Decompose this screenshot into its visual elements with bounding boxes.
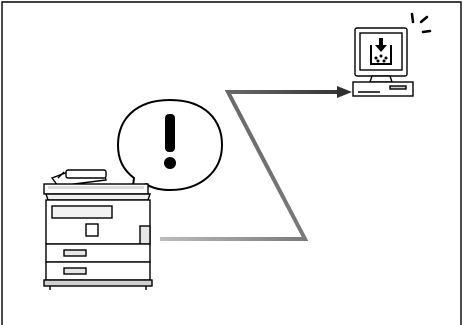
download-tray-icon — [370, 38, 392, 65]
multifunction-copier-icon — [43, 169, 153, 290]
network-path-arrow — [160, 86, 352, 241]
alert-speech-bubble — [116, 98, 224, 197]
exclamation-icon — [164, 114, 176, 169]
notification-flash-icon — [410, 12, 432, 34]
